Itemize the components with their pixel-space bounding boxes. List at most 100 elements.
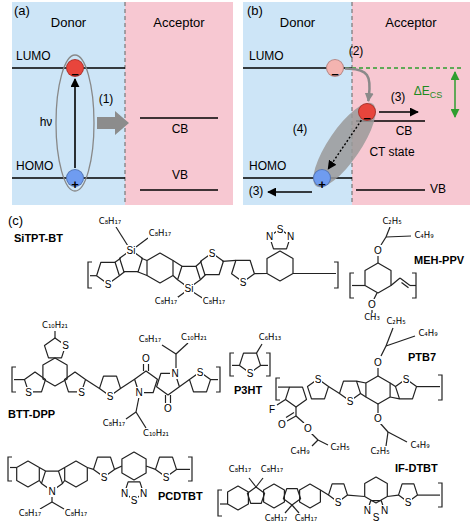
bond-line <box>90 275 97 276</box>
atom-label: S <box>246 368 255 379</box>
energy-diagram <box>12 2 470 205</box>
atom-label: S <box>162 472 171 483</box>
chain-label: C₈H₁₇ <box>264 514 289 523</box>
region-fill <box>125 2 233 205</box>
chain-label: C₈H₁₇ <box>148 229 173 238</box>
atom-label: Si <box>126 245 137 256</box>
atom-label: S <box>404 497 413 508</box>
ring-bonds <box>365 477 388 503</box>
bond-line <box>200 275 205 280</box>
step-label: (2) <box>349 45 364 58</box>
bond-line <box>352 285 365 286</box>
atom-label: N <box>120 488 129 499</box>
electron-charge: − <box>358 103 376 121</box>
bond-line <box>115 258 121 262</box>
bond-line <box>14 379 25 380</box>
bond-line <box>59 468 65 472</box>
charge-sign: + <box>71 178 79 191</box>
chain-label: C₈H₁₇ <box>138 335 163 344</box>
chain-label: C₂H₅ <box>381 217 402 226</box>
ring-bonds <box>267 251 293 281</box>
bond-line <box>222 260 236 261</box>
level-label: CB <box>396 125 413 138</box>
molecule-name: BTT-DPP <box>8 408 55 420</box>
bond-line <box>357 381 366 383</box>
bond-line <box>417 386 441 387</box>
transfer-arrow <box>328 120 361 169</box>
level-label: LUMO <box>16 50 51 63</box>
polymer-bracket <box>216 367 220 392</box>
polymer-bracket <box>188 457 192 481</box>
bond-line <box>377 255 378 263</box>
bond-line <box>220 503 228 504</box>
bond-line <box>63 481 65 484</box>
atom-label: S <box>314 374 323 385</box>
bond-line <box>402 283 409 288</box>
panel-label: (b) <box>247 4 263 18</box>
charge-sign: − <box>71 68 79 81</box>
bond-line <box>232 365 240 366</box>
bond-line <box>141 258 147 260</box>
bond-line <box>390 383 395 387</box>
polymer-bracket <box>350 273 354 298</box>
bond-line <box>311 433 318 440</box>
charge-sign: + <box>318 178 326 191</box>
ring-bonds <box>365 263 391 293</box>
bond-line <box>87 468 93 470</box>
bond-line <box>51 496 52 502</box>
bond-line <box>390 397 399 399</box>
chain-label: C₈H₁₇ <box>154 297 179 306</box>
chain-label: C₁₀H₂₁ <box>180 333 208 342</box>
bond-line <box>196 261 202 266</box>
transfer-arrow <box>345 69 370 102</box>
electron-charge: − <box>326 59 344 77</box>
acceptor-lumo-level <box>345 67 462 69</box>
bond-line <box>295 407 296 416</box>
region-title: Acceptor <box>125 15 233 30</box>
polymer-bracket <box>334 262 338 288</box>
bond-line <box>380 423 388 432</box>
ring-bonds <box>300 484 321 508</box>
panel-label: (a) <box>14 4 30 18</box>
energy-level <box>140 189 218 191</box>
atom-label: Si <box>184 283 195 294</box>
bond-line <box>10 467 17 468</box>
region-fill <box>352 2 470 205</box>
charge-sign: − <box>363 112 371 125</box>
bond-line <box>173 276 178 280</box>
chain-label: C₁₀H₂₁ <box>142 429 170 438</box>
bond-line <box>54 331 55 338</box>
bond-line <box>318 440 328 445</box>
bond-line <box>261 365 269 366</box>
donor-region: Donor−+ <box>243 2 352 205</box>
atom-label: O <box>163 403 173 414</box>
electron-charge: − <box>66 59 84 77</box>
polymer-bracket <box>12 367 16 392</box>
bond-line <box>278 387 290 388</box>
ring-bonds <box>147 253 173 283</box>
bond-line <box>126 412 136 419</box>
bond-line <box>173 261 182 267</box>
polymer-bracket <box>438 375 442 400</box>
atom-label: S <box>106 391 115 402</box>
bond-line <box>329 387 340 394</box>
bond-line <box>292 505 299 513</box>
chain-label: C₈H₁₇ <box>98 217 123 226</box>
chain-label: C₈H₁₇ <box>294 514 319 523</box>
level-label: VB <box>430 183 446 196</box>
atom-label: S <box>196 367 205 378</box>
energy-level <box>356 189 425 191</box>
ring-bonds <box>247 487 264 503</box>
bond-line <box>136 412 146 428</box>
bond-line <box>312 440 318 446</box>
step-label: (4) <box>293 123 308 136</box>
bond-line <box>39 481 41 484</box>
atom-label: O <box>277 419 287 430</box>
level-label: CT state <box>369 146 414 159</box>
bond-line <box>418 495 441 496</box>
bond-line <box>175 354 176 368</box>
chain-label: C₄H₉ <box>417 329 438 338</box>
atom-label: N <box>363 505 372 516</box>
bond-line <box>387 495 398 496</box>
